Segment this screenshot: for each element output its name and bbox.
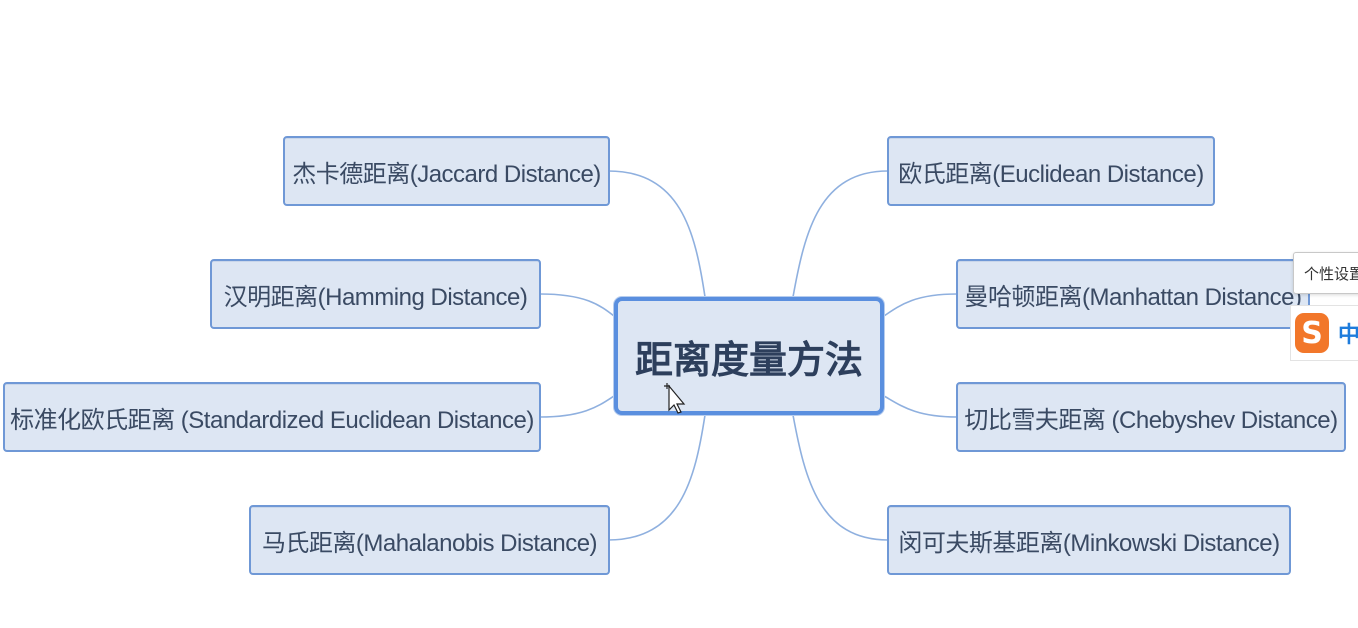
connector-chebyshev (883, 395, 958, 418)
connector-euclidean (792, 170, 889, 298)
central-topic[interactable]: 距离度量方法 (614, 297, 884, 415)
connector-minkowski (792, 414, 889, 541)
connector-mahalanobis (607, 414, 706, 541)
node-minkowski-distance[interactable]: 闵可夫斯基距离(Minkowski Distance) (887, 505, 1291, 575)
connector-std-euclidean (539, 395, 615, 418)
node-jaccard-distance[interactable]: 杰卡德距离(Jaccard Distance) (283, 136, 610, 206)
connector-hamming (539, 293, 615, 317)
connector-manhattan (883, 293, 958, 317)
ime-mode-indicator[interactable]: 中 (1338, 322, 1358, 347)
ime-toolbar[interactable]: S 中 (1290, 305, 1358, 361)
node-chebyshev-distance[interactable]: 切比雪夫距离 (Chebyshev Distance) (956, 382, 1346, 452)
node-manhattan-distance[interactable]: 曼哈顿距离(Manhattan Distance) (956, 259, 1310, 329)
connector-jaccard (607, 170, 706, 298)
node-standardized-euclidean-distance[interactable]: 标准化欧氏距离 (Standardized Euclidean Distance… (3, 382, 541, 452)
sogou-logo-icon[interactable]: S (1295, 313, 1329, 353)
ime-settings-tooltip: 个性设置 (1293, 252, 1358, 294)
node-hamming-distance[interactable]: 汉明距离(Hamming Distance) (210, 259, 541, 329)
node-mahalanobis-distance[interactable]: 马氏距离(Mahalanobis Distance) (249, 505, 610, 575)
move-cursor-icon (664, 383, 686, 414)
node-euclidean-distance[interactable]: 欧氏距离(Euclidean Distance) (887, 136, 1215, 206)
